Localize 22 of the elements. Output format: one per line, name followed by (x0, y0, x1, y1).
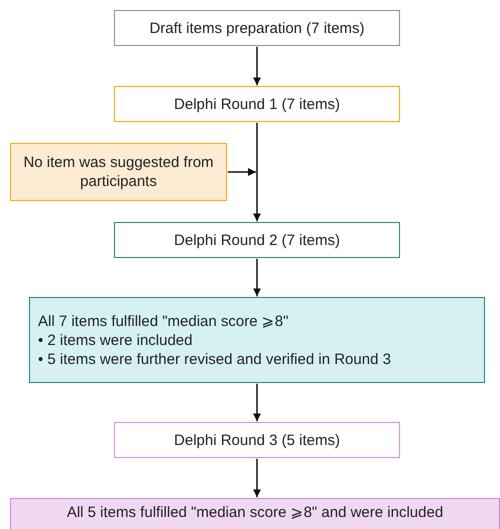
node-text: Delphi Round 2 (7 items) (174, 230, 340, 250)
arrow (253, 458, 261, 498)
node-text: No item was suggested from participants (22, 153, 215, 191)
result-box (10, 498, 500, 529)
arrow (228, 168, 256, 176)
bullet-text: • 2 items were included (38, 330, 192, 350)
process-box (114, 86, 400, 122)
process-box (114, 10, 400, 46)
arrow (253, 46, 261, 86)
note-box (10, 143, 227, 201)
result-box (29, 297, 485, 383)
heading-text: All 7 items fulfilled "median score ⩾8" (38, 312, 288, 330)
arrow (253, 122, 261, 222)
node-text: Delphi Round 1 (7 items) (174, 94, 340, 114)
bullet-text: • 5 items were further revised and verified in Round 3 (38, 350, 391, 368)
arrow (253, 384, 261, 422)
node-text: Delphi Round 3 (5 items) (174, 430, 340, 450)
process-box (114, 222, 400, 258)
arrow (253, 258, 261, 296)
node-text: All 5 items fulfilled "median score ⩾8" and were included (66, 503, 444, 522)
process-box (114, 422, 400, 458)
node-text: Draft items preparation (7 items) (149, 18, 365, 38)
